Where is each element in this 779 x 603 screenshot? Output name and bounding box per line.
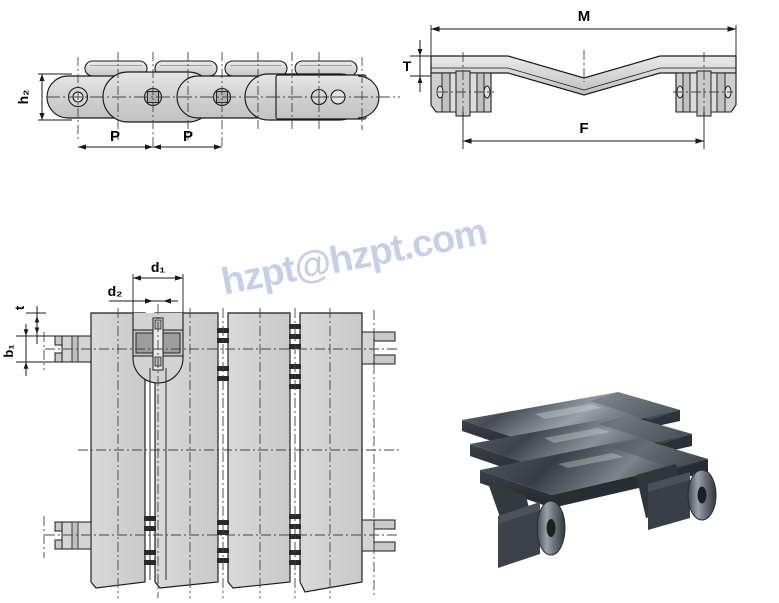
photo-roller-right — [648, 469, 717, 530]
dimension-label-b1: b₁ — [1, 344, 16, 357]
dimension-label-d2: d₂ — [108, 283, 123, 299]
dimension-p2: P — [153, 128, 222, 150]
dimension-label-d1: d₁ — [151, 259, 166, 275]
attachment-block-left — [430, 70, 492, 117]
dimension-d2: d₂ — [108, 283, 178, 304]
dimension-t: t — [12, 305, 58, 344]
dimension-p1: P — [78, 128, 153, 150]
dimension-d1: d₁ — [132, 259, 184, 315]
dimension-F: F — [462, 112, 705, 149]
attachment-lug-right-bottom — [361, 519, 396, 552]
vertical-centerlines — [77, 52, 363, 146]
attachment-lug-left-bottom — [54, 521, 92, 550]
dimension-T: T — [403, 40, 438, 92]
view-product-photo — [440, 368, 779, 603]
dimension-label-p2: P — [183, 128, 193, 145]
dimension-label-M: M — [578, 8, 591, 25]
dimension-h2: h₂ — [15, 73, 72, 121]
dimension-label-F: F — [579, 120, 588, 137]
plan-slat-group — [90, 312, 363, 593]
dimension-label-h2: h₂ — [15, 90, 31, 105]
view-side-chain: h₂ P P — [0, 0, 405, 165]
dimension-M: M — [430, 8, 737, 57]
plan-centerlines — [43, 304, 400, 598]
photo-roller-left — [498, 500, 566, 568]
dimension-label-t: t — [12, 305, 27, 310]
attachment-lug-right-top — [361, 331, 396, 365]
view-plan-pan: d₁ d₂ t — [0, 258, 405, 603]
view-front-pan: M T — [398, 0, 779, 160]
dimension-b1: b₁ — [1, 324, 58, 376]
dimension-label-T: T — [403, 58, 412, 74]
photo-highlights — [535, 404, 624, 468]
attachment-block-right — [675, 70, 737, 117]
dimension-label-p1: P — [110, 128, 120, 145]
